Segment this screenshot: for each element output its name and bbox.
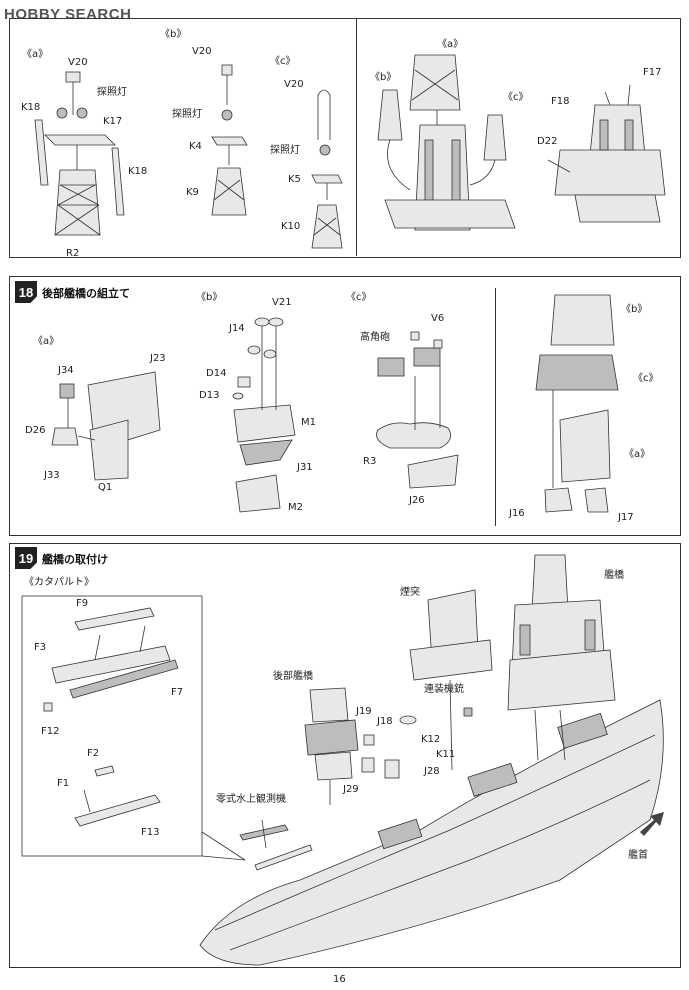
step18-b-d14: D14: [206, 368, 227, 379]
step18-c-ha-gun: 高角砲: [360, 332, 390, 343]
top-sub-a: 《a》: [22, 49, 49, 60]
step18-b-v21: V21: [272, 297, 292, 308]
step18-c-j26: J26: [409, 495, 425, 506]
top-drawing-c: [311, 89, 343, 249]
step18-b-m2: M2: [288, 502, 303, 513]
step18-a-j23: J23: [150, 353, 166, 364]
top-c-v20: V20: [284, 79, 304, 90]
ship-seaplane-label: 零式水上観測機: [216, 794, 286, 805]
step18-drawing-b: [232, 317, 296, 513]
step19-f9: F9: [76, 598, 89, 609]
step18-drawing-right: [535, 294, 619, 513]
step18-right-ref-b: 《b》: [621, 304, 648, 315]
ship-rear-bridge-label: 後部艦橋: [273, 671, 313, 682]
step18-divider: [495, 288, 496, 526]
step18-right-j17: J17: [618, 512, 634, 523]
ship-k12: K12: [421, 734, 441, 745]
top-a-v20: V20: [68, 57, 88, 68]
top-b-k9: K9: [186, 187, 199, 198]
ship-bow-label: 艦首: [628, 850, 648, 861]
top-drawing-tower-assembly: [377, 54, 516, 231]
ship-j18: J18: [377, 716, 393, 727]
step18-c-r3: R3: [363, 456, 377, 467]
step18-a-j33: J33: [44, 470, 60, 481]
step18-sub-a: 《a》: [33, 336, 60, 347]
top-panel: [9, 18, 681, 258]
step18-right-j16: J16: [509, 508, 525, 519]
step19-f7: F7: [171, 687, 184, 698]
top-a-k18-right: K18: [128, 166, 148, 177]
step18-a-j34: J34: [58, 365, 74, 376]
top-a-searchlight: 探照灯: [97, 87, 127, 98]
top-panel-divider: [356, 18, 357, 256]
top-a-r2: R2: [66, 248, 80, 259]
top-right-ref-a: 《a》: [437, 39, 464, 50]
step18-title: 後部艦橋の組立て: [42, 287, 130, 300]
top-b-k4: K4: [189, 141, 202, 152]
top-a-k17: K17: [103, 116, 123, 127]
step18-a-d26: D26: [25, 425, 46, 436]
step18-number: 18: [15, 281, 37, 303]
bow-direction-arrow-icon: [640, 812, 664, 836]
ship-mg-label: 連装機銃: [424, 684, 464, 695]
top-c-k5: K5: [288, 174, 301, 185]
step19-f13: F13: [141, 827, 160, 838]
ship-bridge-label: 艦橋: [604, 570, 624, 581]
step19-catapult-label: 《カタパルト》: [24, 577, 94, 588]
step18-b-d13: D13: [199, 390, 220, 401]
step19-number: 19: [15, 547, 37, 569]
top-drawing-a: [34, 71, 125, 236]
step18-right-ref-c: 《c》: [633, 373, 659, 384]
step19-title: 艦橋の取付け: [42, 553, 108, 566]
step18-c-v6: V6: [431, 313, 445, 324]
ship-j28: J28: [424, 766, 440, 777]
step18-drawing-c: [376, 331, 459, 489]
ship-j19: J19: [356, 706, 372, 717]
step18-right-ref-a: 《a》: [624, 449, 651, 460]
top-b-searchlight: 探照灯: [172, 109, 202, 120]
step19-f3: F3: [34, 642, 47, 653]
step18-sub-b: 《b》: [196, 292, 223, 303]
ship-k11: K11: [436, 749, 456, 760]
top-sub-b: 《b》: [160, 29, 187, 40]
top-drawing-b: [211, 64, 248, 216]
top-right-ref-b: 《b》: [370, 72, 397, 83]
page-number: 16: [333, 974, 346, 985]
step19-f2: F2: [87, 748, 100, 759]
step19-f12: F12: [41, 726, 60, 737]
top-c-searchlight: 探照灯: [270, 145, 300, 156]
top-a-k18-left: K18: [21, 102, 41, 113]
step18-b-j31: J31: [297, 462, 313, 473]
top-right-f18: F18: [551, 96, 570, 107]
top-right-f17: F17: [643, 67, 662, 78]
step18-drawing-a: [51, 371, 161, 481]
top-drawing-right-bridge: [547, 84, 666, 223]
top-right-d22: D22: [537, 136, 558, 147]
step18-b-m1: M1: [301, 417, 316, 428]
ship-j29: J29: [343, 784, 359, 795]
top-right-ref-c: 《c》: [503, 92, 529, 103]
step18-b-j14: J14: [229, 323, 245, 334]
top-sub-c: 《c》: [270, 56, 296, 67]
step18-a-q1: Q1: [98, 482, 113, 493]
top-c-k10: K10: [281, 221, 301, 232]
ship-funnel-label: 煙突: [400, 587, 420, 598]
step19-f1: F1: [57, 778, 70, 789]
step18-sub-c: 《c》: [346, 292, 372, 303]
top-b-v20: V20: [192, 46, 212, 57]
